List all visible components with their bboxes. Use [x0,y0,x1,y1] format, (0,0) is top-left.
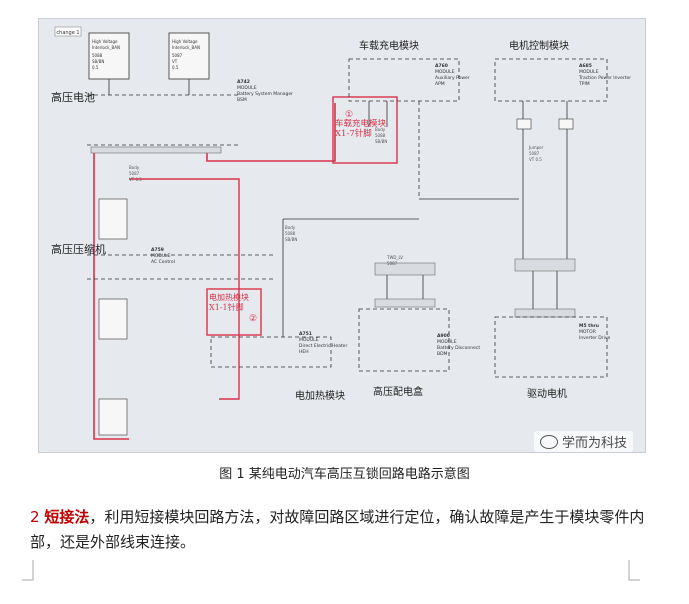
section-number: 2 [30,508,45,526]
label-pdu: 高压配电盒 [373,385,423,398]
figure-caption: 图 1 某纯电动汽车高压互锁回路电路示意图 [219,467,470,482]
svg-text:5087: 5087 [387,261,398,266]
a685-name: MODULE [579,69,599,75]
svg-text:5088: 5088 [285,231,296,236]
body-paragraph: 2 短接法，利用短接模块回路方法，对故障回路区域进行定位，确认故障是产生于模块零… [30,505,660,555]
svg-text:High Voltage: High Voltage [92,39,118,44]
callout-2-num: ② [249,314,257,324]
a759-id: A759 [151,247,164,253]
svg-text:Body: Body [285,225,296,230]
watermark-text: 学而为科技 [562,436,628,451]
a685-pn: TPIM [578,81,590,87]
paragraph-text: ，利用短接模块回路方法，对故障回路区域进行定位，确认故障是产生于模块零件内部，还… [30,508,645,551]
wire-code-1: 5088 [92,53,103,58]
a685-desc: Traction Power Inverter [578,75,631,81]
a900-desc: Battery Disconnect [437,345,480,351]
page-corner-right [628,560,640,581]
a759-desc: AC Control [151,259,175,265]
callout-1-text: 车载充电模块X1-7针脚 [335,119,387,139]
svg-text:5087: 5087 [529,151,540,156]
a760-pn: APM [435,81,445,87]
a760-desc: Auxiliary Power [435,75,470,81]
svg-text:5087: 5087 [129,171,140,176]
a742-desc: Battery System Manager [237,91,293,97]
a760-id: A760 [435,63,448,69]
wire-code-4b: 0.5 [172,65,179,70]
label-obc: 车载充电模块 [359,39,419,52]
svg-text:High Voltage: High Voltage [172,39,198,44]
svg-text:Interlock_BAN: Interlock_BAN [172,45,200,50]
page-corner-left [22,560,34,581]
wechat-icon [540,435,558,449]
m5-name: MOTOR [579,329,596,335]
a759-name: MODULE [151,253,171,259]
a751-name: MODULE [299,337,319,343]
svg-text:SB/BN: SB/BN [285,237,297,242]
a900-name: MODULE [437,339,457,345]
wire-code-0: 5087 [172,53,183,58]
callout-2-text: 电加热模块X1-1针脚 [209,293,249,312]
a742-id: A742 [237,79,250,85]
svg-text:TWD_LV: TWD_LV [386,255,403,260]
a742-pn: BSM [237,97,247,103]
m5-desc: Inverter Drive [579,335,611,341]
label-hv-battery: 高压电池 [51,90,95,104]
a751-pn: HEH [299,349,309,355]
a751-desc: Direct Electric Heater [299,343,347,349]
a751-id: A751 [299,331,312,337]
label-ac-compressor: 高压压缩机 [51,242,106,256]
svg-text:Interlock_BAN: Interlock_BAN [92,45,120,50]
a900-id: A900 [437,333,450,339]
svg-text:Body: Body [375,127,386,132]
a900-pn: BDM [437,351,448,357]
watermark: 学而为科技 [534,431,634,452]
method-keyword: 短接法 [44,508,90,526]
m5-id: M5 thru [579,323,599,329]
label-motor-ctrl: 电机控制模块 [509,39,569,52]
wire-code-4: 0.5 [92,65,99,70]
svg-text:VT 0.5: VT 0.5 [529,157,542,162]
a760-name: MODULE [435,69,455,75]
callout-1-num: ① [345,110,353,120]
a742-name: MODULE [237,85,257,91]
svg-text:Body: Body [129,165,140,170]
svg-text:Jumper: Jumper [528,145,544,150]
svg-text:SB/BN: SB/BN [375,139,387,144]
svg-text:VT 0.5: VT 0.5 [129,177,142,182]
wire-code-3: VT [172,59,178,64]
label-heater: 电加热模块 [295,389,345,402]
svg-text:5088: 5088 [375,133,386,138]
diagram-tab: change 1 [56,30,79,36]
a685-id: A685 [579,63,592,69]
label-drive-motor: 驱动电机 [527,387,567,400]
wire-code-2: SB/BN [92,59,104,64]
